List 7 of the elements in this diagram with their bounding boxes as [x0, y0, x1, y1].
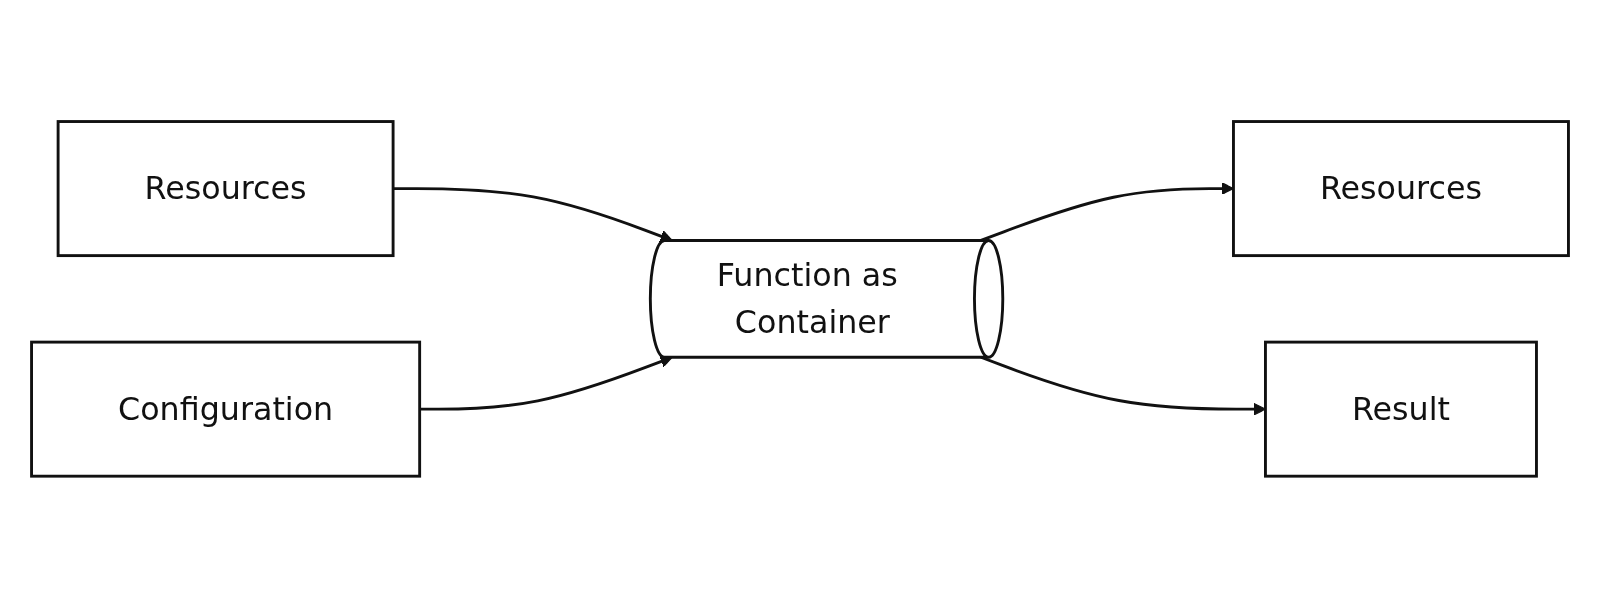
node-box: Resources [56, 120, 395, 258]
arrow [393, 187, 673, 243]
node-box: Configuration [30, 340, 422, 478]
node-text: Function as Container [716, 257, 898, 341]
node-box: Result [1264, 340, 1538, 478]
arrow [419, 355, 673, 411]
node-box: Resources [1232, 120, 1570, 258]
